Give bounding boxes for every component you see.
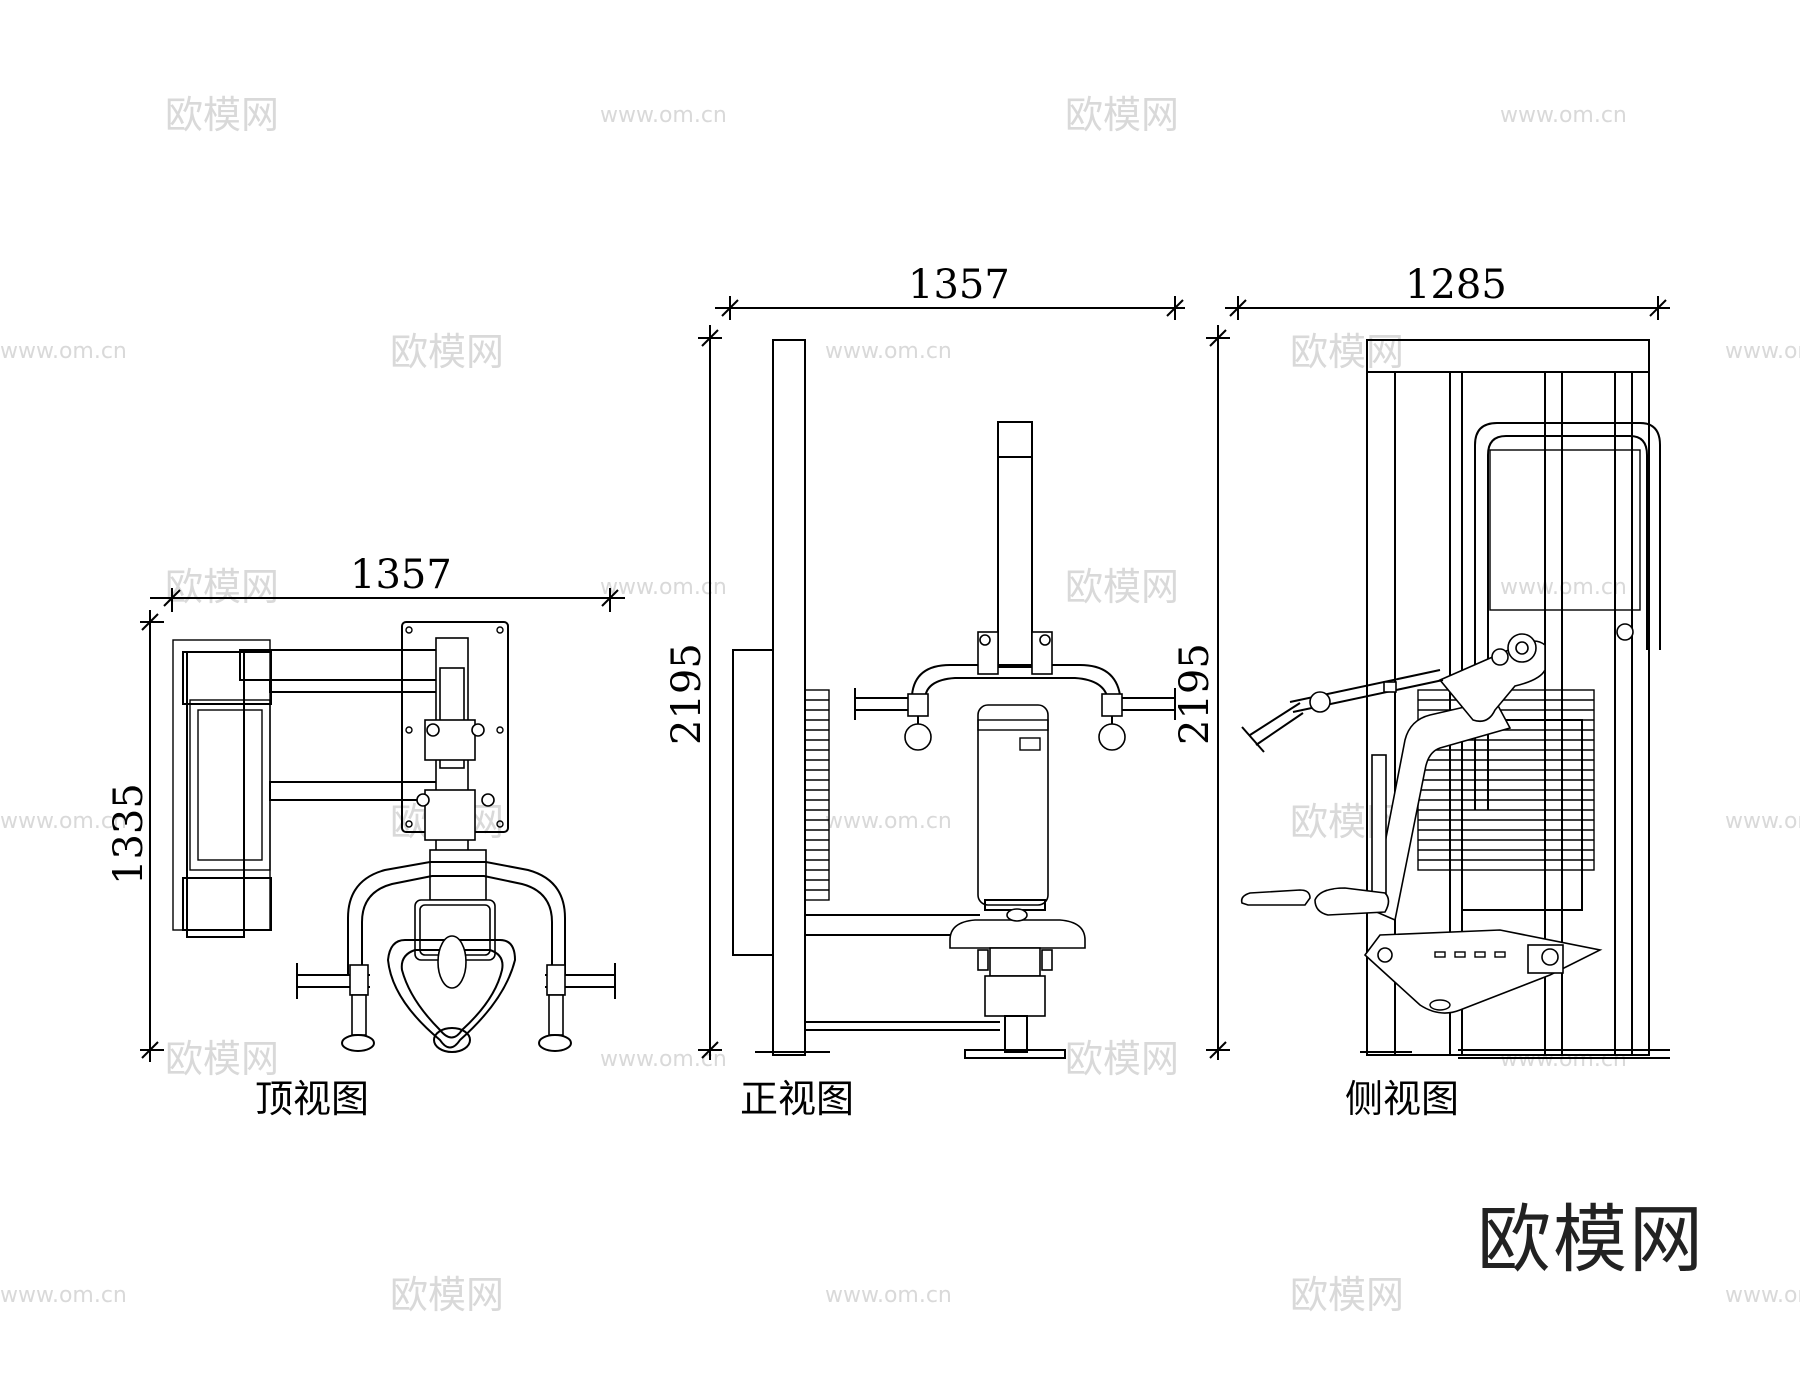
front-view-height-dimension: 2195	[664, 325, 722, 1060]
top-view-width-dimension: 1357	[150, 552, 625, 612]
top-view: 1357 1335	[106, 552, 625, 1121]
side-view-width-label: 1285	[1405, 262, 1507, 308]
top-view-caption: 顶视图	[255, 1077, 369, 1121]
watermark-url: www.om.cn	[1500, 1047, 1627, 1072]
watermark-logo: 欧模网	[1290, 330, 1404, 374]
watermark-logo: 欧模网	[390, 330, 504, 374]
watermark-url: www.om.cn	[825, 1283, 952, 1308]
watermark-logo: 欧模网	[390, 1273, 504, 1317]
watermark-url: www.om.cn	[600, 103, 727, 128]
top-view-depth-dimension: 1335	[106, 610, 164, 1062]
front-view-width-dimension: 1357	[715, 262, 1185, 320]
watermark-logo: 欧模网	[165, 1037, 279, 1081]
side-view-width-dimension: 1285	[1225, 262, 1670, 320]
watermark-logo: 欧模网	[165, 93, 279, 137]
front-view-height-label: 2195	[664, 643, 710, 745]
watermark-logo: 欧模网	[1065, 93, 1179, 137]
watermark-url: www.om.cn	[0, 809, 127, 834]
brand-logo-text: 欧模网	[1477, 1197, 1705, 1283]
watermark-url: www.om.cn	[1725, 339, 1800, 364]
front-view-width-label: 1357	[908, 262, 1010, 308]
watermark-layer: 欧模网 www.om.cn 欧模网 www.om.cn www.om.cn 欧模…	[0, 93, 1800, 1317]
watermark-url: www.om.cn	[0, 339, 127, 364]
watermark-logo: 欧模网	[1065, 565, 1179, 609]
watermark-url: www.om.cn	[600, 1047, 727, 1072]
top-view-depth-label: 1335	[106, 783, 152, 885]
side-view-height-dimension: 2195	[1172, 325, 1230, 1060]
watermark-url: www.om.cn	[600, 575, 727, 600]
watermark-url: www.om.cn	[1500, 103, 1627, 128]
side-view-height-label: 2195	[1172, 643, 1218, 745]
front-view: 1357 2195	[664, 262, 1185, 1121]
front-view-caption: 正视图	[740, 1077, 854, 1121]
watermark-url: www.om.cn	[825, 339, 952, 364]
watermark-logo: 欧模网	[1290, 1273, 1404, 1317]
top-view-width-label: 1357	[350, 552, 452, 598]
watermark-url: www.om.cn	[1500, 575, 1627, 600]
watermark-url: www.om.cn	[825, 809, 952, 834]
side-view-caption: 侧视图	[1345, 1077, 1459, 1121]
watermark-logo: 欧模网	[1065, 1037, 1179, 1081]
watermark-url: www.om.cn	[0, 1283, 127, 1308]
watermark-logo: 欧模网	[165, 565, 279, 609]
watermark-url: www.om.cn	[1725, 1283, 1800, 1308]
side-view: 1285 2195	[1172, 262, 1670, 1121]
watermark-url: www.om.cn	[1725, 809, 1800, 834]
